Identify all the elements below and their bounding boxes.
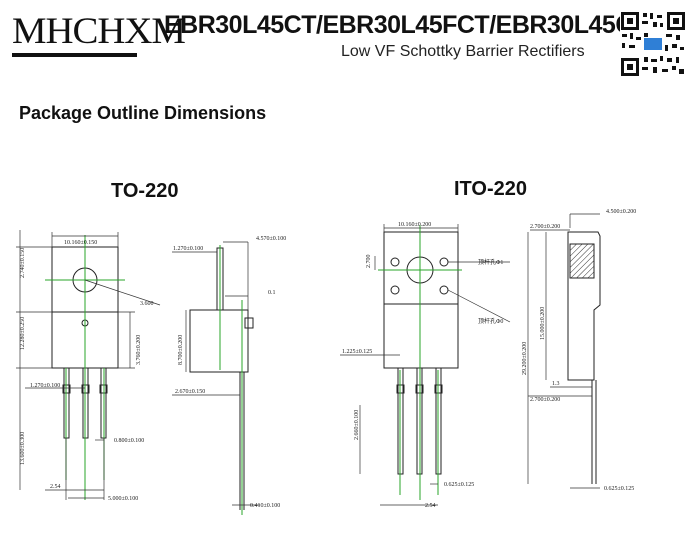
- to220-dim-hole-dia: 3.600: [140, 301, 154, 307]
- to220-side-body: [189, 309, 249, 373]
- ito220-dim-hole-offset: 2.700: [366, 255, 372, 269]
- ito220-side-step: 1.3: [552, 381, 560, 387]
- part-numbers: EBR30L45CT/EBR30L45FCT/EBR30L45CD: [164, 11, 651, 39]
- ito220-side-body: [567, 231, 601, 381]
- ito220-front-view: [383, 231, 459, 475]
- ito220-dim-lead-pitch: 1.225±0.125: [342, 349, 372, 355]
- to220-side-thickness: 4.570±0.100: [256, 236, 286, 242]
- ito220-title: ITO-220: [454, 178, 527, 200]
- to220-dim-tab-height: 3.760±0.200: [136, 335, 142, 365]
- ito220-dim-lead-spacing: 2.54: [425, 503, 436, 509]
- ito220-side-lower: 2.700±0.200: [530, 397, 560, 403]
- logo-underline: [12, 53, 137, 57]
- to220-side-step: 0.1: [268, 290, 276, 296]
- to220-side-body: 8.700±0.200: [178, 335, 184, 365]
- to220-dim-left-total: 2.740±0.150: [20, 248, 26, 278]
- to220-dim-lead-length: 13.600±0.300: [20, 432, 26, 465]
- ito220-side-top-width: 2.700±0.200: [530, 224, 560, 230]
- ito220-side-lead: 0.625±0.125: [604, 486, 634, 492]
- to220-side-view: [189, 247, 254, 510]
- to220-side-lead-thick: 0.410±0.100: [250, 503, 280, 509]
- to220-title: TO-220: [111, 180, 179, 202]
- ito220-side-thickness: 4.500±0.200: [606, 209, 636, 215]
- product-subtitle: Low VF Schottky Barrier Rectifiers: [341, 43, 585, 60]
- ito220-side-view: [567, 231, 601, 484]
- ito220-dim-top-width: 10.160±0.200: [398, 222, 431, 228]
- ito220-body: [383, 303, 459, 369]
- ito220-label-b: 顶杆孔Φ0: [478, 317, 503, 325]
- section-title: Package Outline Dimensions: [19, 103, 267, 123]
- ito220-dim-lead-width: 0.625±0.125: [444, 482, 474, 488]
- ito220-side-total: 29.200±0.200: [522, 342, 528, 375]
- company-logo: MHCHXM: [12, 11, 186, 52]
- to220-side-top-left: 1.270±0.100: [173, 246, 203, 252]
- to220-dim-span: 5.000±0.100: [108, 496, 138, 502]
- to220-dim-top-width: 10.160±0.150: [64, 240, 97, 246]
- to220-dim-lines: [16, 230, 161, 500]
- to220-dim-body-height: 12.280±0.250: [20, 317, 26, 350]
- to220-dim-lead-spacing: 2.54: [50, 484, 61, 490]
- to220-dim-lead-width: 0.800±0.100: [114, 438, 144, 444]
- to220-side-lead-offset: 2.670±0.150: [175, 389, 205, 395]
- ito220-label-a: 顶杆孔Φ1: [478, 258, 503, 266]
- ito220-dim-lead-length: 2.660±0.100: [354, 410, 360, 440]
- to220-dim-lead-pitch: 1.270±0.100: [30, 383, 60, 389]
- qr-code-icon: [620, 11, 686, 77]
- ito220-side-body-dim: 15.000±0.200: [540, 307, 546, 340]
